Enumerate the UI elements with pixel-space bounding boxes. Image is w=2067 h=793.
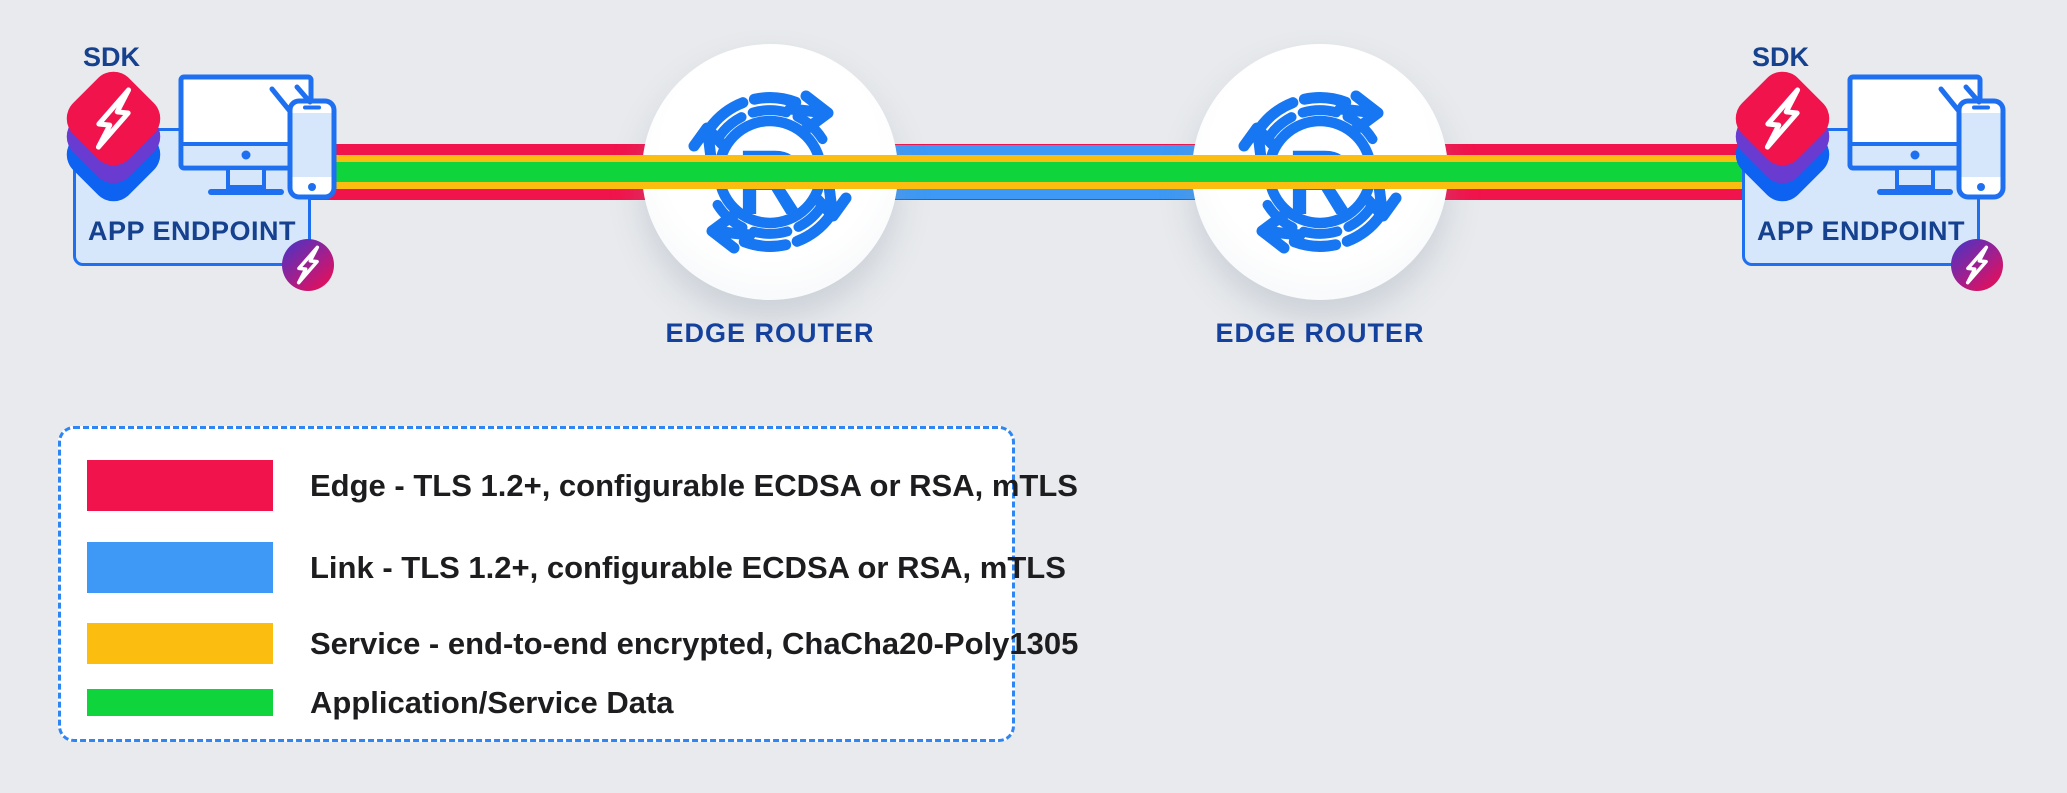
edge-router-label: EDGE ROUTER [665,318,875,348]
legend: Edge - TLS 1.2+, configurable ECDSA or R… [58,426,1078,742]
signal-lines-icon [1938,84,1982,113]
edge-router-label: EDGE ROUTER [1215,318,1425,348]
legend-swatch-service [87,623,273,664]
app-endpoint-right: SDK APP ENDPOINT [1719,40,2019,300]
ziti-badge-icon [1951,239,2003,291]
service-stripe-top [290,155,1785,162]
link-stripe-bottom [800,189,1290,199]
legend-swatch-edge [87,460,273,511]
sdk-label: SDK [83,42,141,72]
lightning-bolt-icon [1965,245,1989,285]
service-stripe-bottom [290,182,1785,189]
data-stripe [290,162,1785,182]
legend-label-service: Service - end-to-end encrypted, ChaCha20… [310,625,1079,661]
smartphone-icon [287,98,337,200]
legend-row-link: Link - TLS 1.2+, configurable ECDSA or R… [87,542,1066,593]
app-endpoint-left: SDK APP ENDPOINT [50,40,350,300]
signal-lines-icon [269,84,313,113]
sdk-layers-icon [57,62,170,238]
router-icon: R [688,90,852,254]
app-endpoint-label: APP ENDPOINT [87,216,297,246]
legend-label-edge: Edge - TLS 1.2+, configurable ECDSA or R… [310,467,1078,503]
lightning-bolt-icon [95,87,132,150]
lightning-bolt-icon [296,245,320,285]
ziti-badge-icon [282,239,334,291]
lightning-bolt-icon [1764,87,1801,150]
smartphone-icon [1956,98,2006,200]
legend-row-data: Application/Service Data [87,685,674,720]
legend-swatch-link [87,542,273,593]
legend-label-link: Link - TLS 1.2+, configurable ECDSA or R… [310,549,1066,585]
sdk-layers-icon [1726,62,1839,238]
router-icon: R [1238,90,1402,254]
legend-row-service: Service - end-to-end encrypted, ChaCha20… [87,623,1078,664]
app-endpoint-label: APP ENDPOINT [1756,216,1966,246]
link-stripe-top [800,145,1290,155]
sdk-label: SDK [1752,42,1810,72]
legend-row-edge: Edge - TLS 1.2+, configurable ECDSA or R… [87,460,1078,511]
legend-label-data: Application/Service Data [310,684,674,720]
legend-swatch-data [87,689,273,716]
